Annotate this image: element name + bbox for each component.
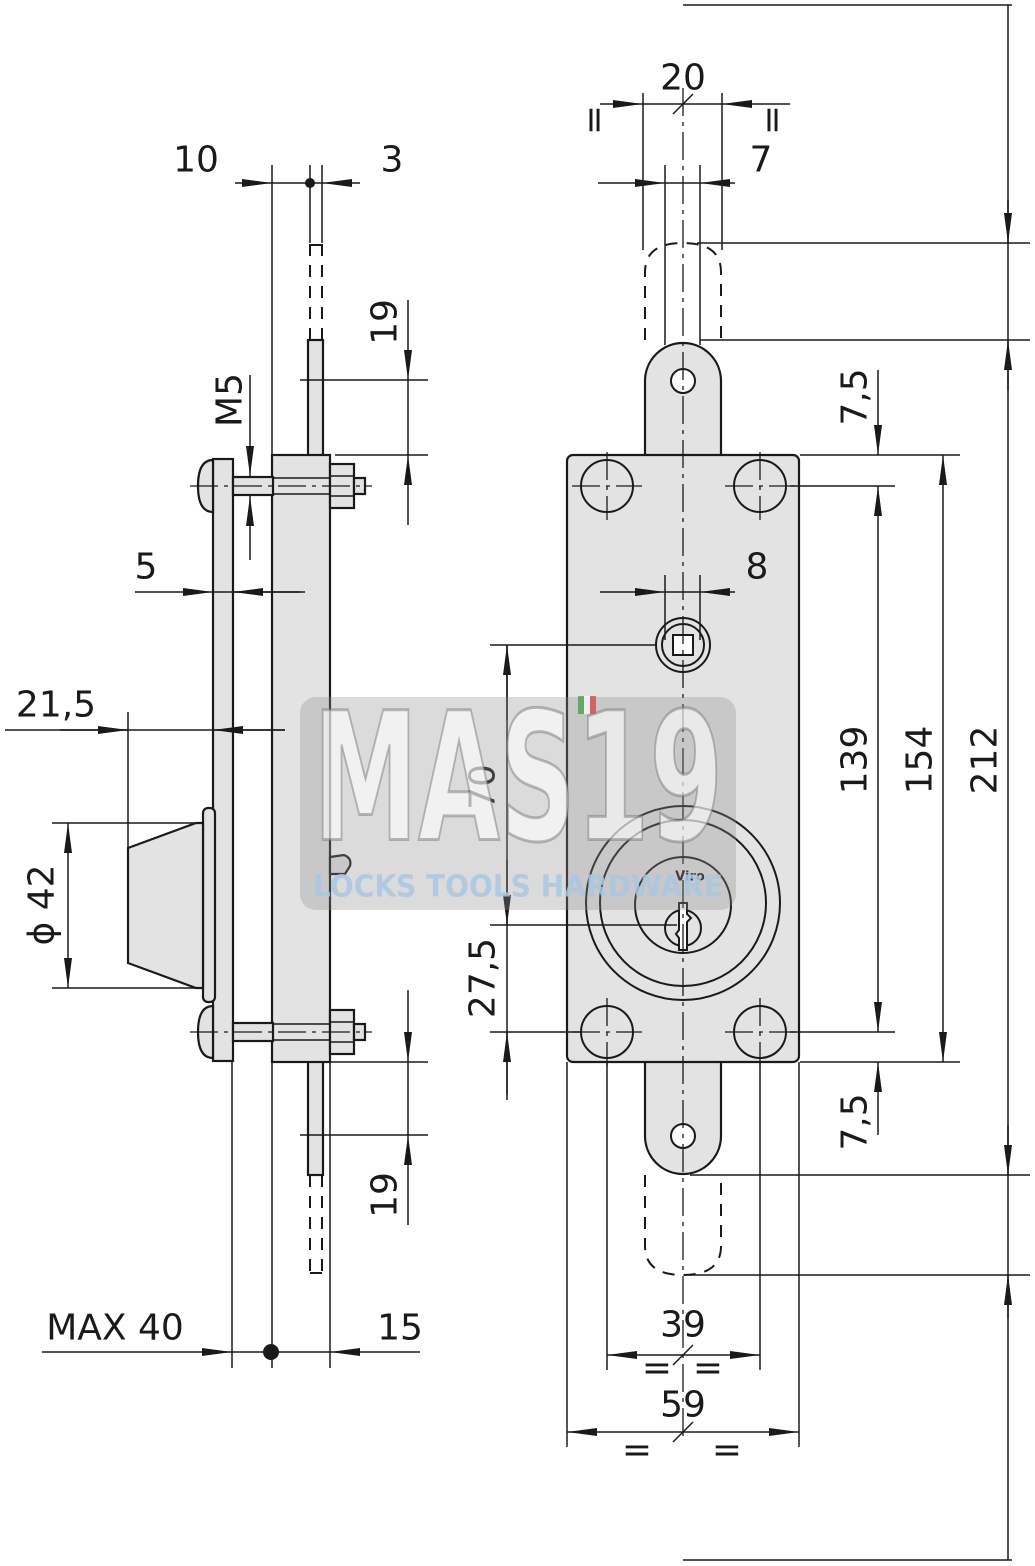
nut-bottom-faces xyxy=(330,1021,354,1043)
bolt-top-shank xyxy=(272,477,330,495)
equal-mark-top-right: = xyxy=(753,105,794,135)
dim-label-154: 154 xyxy=(900,726,941,795)
dim-label-7: 7 xyxy=(750,140,773,181)
dim-label-19-top: 19 xyxy=(365,299,406,345)
latch-tab-bottom xyxy=(306,1059,325,1177)
equal-mark-39-left: = xyxy=(642,1348,672,1389)
lock-body-side xyxy=(270,453,332,1064)
dim-label-phi42: ϕ 42 xyxy=(22,865,63,946)
latch-tab-top xyxy=(306,338,325,458)
dim-label-19-bottom: 19 xyxy=(365,1172,406,1218)
front-view: Viro 20 = = 7 8 70 27,5 7,5 xyxy=(463,4,1030,1561)
bolt-centerlines xyxy=(190,485,372,1033)
mounting-hole-centerlines xyxy=(572,452,795,1066)
side-extension-lines xyxy=(52,165,428,1368)
dim-label-7-5-top: 7,5 xyxy=(835,368,876,425)
dim-label-10: 10 xyxy=(173,140,219,181)
dim-label-5: 5 xyxy=(135,547,158,588)
equal-mark-top-left: = xyxy=(575,105,616,135)
latch-tab-bottom-travel-front xyxy=(644,1175,722,1277)
dim-label-3: 3 xyxy=(381,140,404,181)
equal-mark-59-left: = xyxy=(622,1430,652,1471)
dim-label-20: 20 xyxy=(660,58,706,99)
latch-bump xyxy=(328,853,352,876)
watermark-tagline: LOCKS TOOLS HARDWARE xyxy=(313,870,723,905)
equal-mark-59-right: = xyxy=(712,1430,742,1471)
latch-tab-bottom-travel xyxy=(309,1175,323,1275)
dim-label-139: 139 xyxy=(835,726,876,795)
dim-label-70: 70 xyxy=(463,764,504,810)
cylinder-collar xyxy=(201,806,217,1004)
watermark-logo-text: MAS19 xyxy=(313,675,723,882)
dim-label-15: 15 xyxy=(377,1308,423,1349)
side-view: 10 3 19 M5 5 21,5 ϕ 42 19 xyxy=(5,140,428,1368)
dim-label-m5: M5 xyxy=(210,373,251,427)
dim-label-39: 39 xyxy=(660,1305,706,1346)
latch-tab-top-travel xyxy=(309,243,323,340)
front-plate-side xyxy=(211,457,235,1063)
dim-dot-max40 xyxy=(263,1344,279,1360)
watermark-logo: MAS19 LOCKS TOOLS HARDWARE xyxy=(300,673,736,910)
watermark-box xyxy=(300,697,736,910)
dim-label-8: 8 xyxy=(746,547,769,588)
bolt-bottom-shank xyxy=(272,1023,330,1041)
dim-label-max40: MAX 40 xyxy=(46,1308,184,1349)
dim-label-21-5: 21,5 xyxy=(16,685,96,726)
nut-top-faces xyxy=(330,475,354,497)
dim-label-7-5-bottom: 7,5 xyxy=(835,1093,876,1150)
italian-flag-icon xyxy=(578,696,596,714)
dim-label-27-5: 27,5 xyxy=(463,938,504,1018)
dim-line-20 xyxy=(643,93,722,115)
equal-mark-39-right: = xyxy=(693,1348,723,1389)
dim-label-59: 59 xyxy=(660,1385,706,1426)
dim-dot-3 xyxy=(305,178,315,188)
cylinder-body-side xyxy=(126,821,205,990)
dim-label-212: 212 xyxy=(965,726,1006,795)
